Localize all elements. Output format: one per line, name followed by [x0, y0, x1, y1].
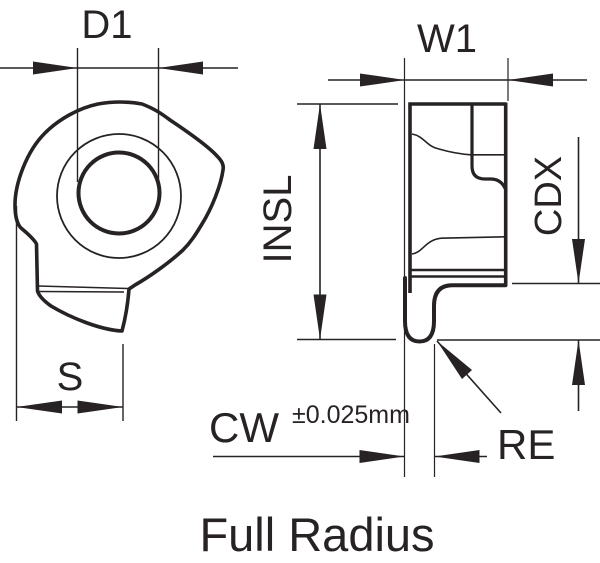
dimension-w1: W1 [328, 17, 587, 477]
cdx-dimension-label: CDX [528, 156, 570, 236]
s-arrowhead-right [77, 400, 123, 414]
dimension-insl: INSL [256, 103, 398, 341]
full-radius-tip-outline [403, 276, 508, 344]
cdx-arrowhead-up [572, 340, 585, 385]
side-view: W1 INSL CDX CW ± [209, 17, 600, 477]
d1-arrowhead-right [158, 61, 203, 75]
mounting-hole-inner-circle [76, 150, 162, 236]
cw-tolerance-label: ±0.025mm [292, 401, 410, 429]
drawing-title: Full Radius [199, 508, 434, 561]
cw-dimension-label: CW [209, 404, 279, 451]
clamp-step-line [470, 104, 508, 192]
re-callout-label: RE [497, 421, 555, 468]
cutting-edge-line-upper [37, 285, 129, 290]
cw-arrowhead-left [359, 450, 405, 463]
d1-arrowhead-left [33, 61, 78, 75]
re-arrowhead [437, 341, 472, 379]
insl-arrowhead-top [313, 104, 327, 149]
insl-arrowhead-bottom [313, 294, 327, 340]
cdx-arrowhead-down [572, 239, 585, 284]
dimension-cw: CW ±0.025mm [209, 344, 487, 477]
chipbreaker-line-upper [411, 133, 506, 156]
mounting-hole-outer-circle [56, 133, 182, 259]
chipbreaker-line-lower [411, 236, 506, 255]
insert-front-outline [13, 100, 226, 333]
cw-arrowhead-right [434, 450, 480, 463]
w1-arrowhead-left [360, 73, 405, 87]
s-dimension-label: S [57, 355, 84, 399]
dimension-cdx: CDX [437, 137, 600, 411]
dimension-d1: D1 [0, 3, 238, 182]
callout-re: RE [436, 340, 555, 468]
dimension-s: S [15, 206, 124, 421]
insl-dimension-label: INSL [256, 175, 300, 264]
d1-dimension-label: D1 [81, 3, 132, 47]
w1-dimension-label: W1 [417, 17, 477, 61]
cutting-edge-line-lower [38, 290, 125, 293]
w1-arrowhead-right [508, 73, 553, 87]
s-arrowhead-left [16, 400, 62, 414]
front-view: D1 S [0, 3, 238, 421]
